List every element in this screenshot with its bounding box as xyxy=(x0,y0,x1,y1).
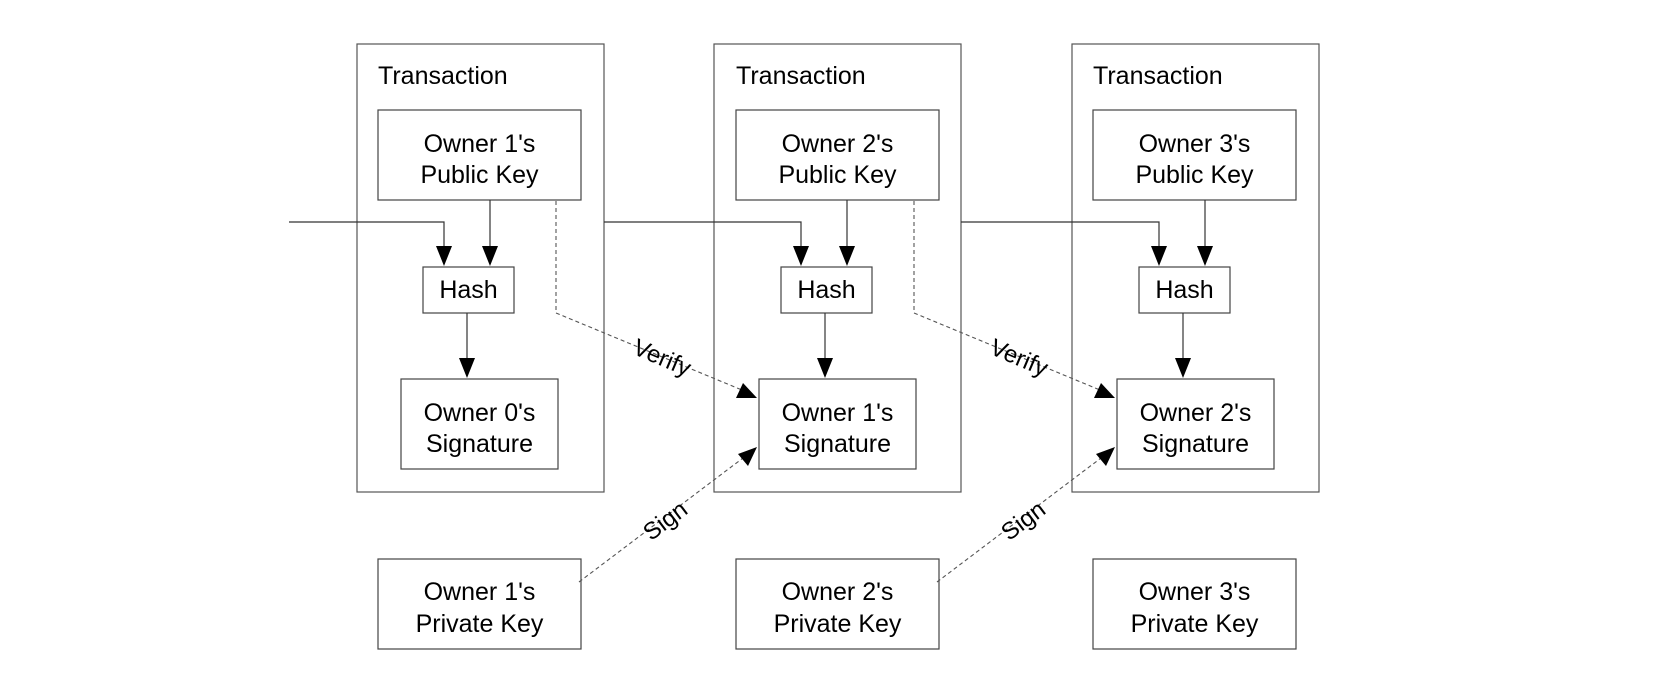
svg-text:Private Key: Private Key xyxy=(1131,610,1259,638)
transaction-frame xyxy=(713,43,962,493)
hash-box: Hash xyxy=(422,266,515,314)
svg-text:Public Key: Public Key xyxy=(778,161,897,189)
svg-text:Owner 0's: Owner 0's xyxy=(424,399,536,427)
transaction-title: Transaction xyxy=(736,62,866,90)
verify-label-1: Verify xyxy=(629,334,695,382)
verify-arrow-2 xyxy=(913,201,1115,398)
hash-box: Hash xyxy=(780,266,873,314)
sign-label-2: Sign xyxy=(996,496,1051,546)
transaction-frame xyxy=(356,43,605,493)
svg-text:Public Key: Public Key xyxy=(420,161,539,189)
sign-arrow-2 xyxy=(936,447,1115,583)
sign-label-1: Sign xyxy=(638,496,693,546)
hash-box: Hash xyxy=(1138,266,1231,314)
public-key-to-hash-arrow-3 xyxy=(1197,200,1213,266)
hash-input-arrow-1 xyxy=(289,221,452,266)
svg-text:Signature: Signature xyxy=(1142,430,1249,458)
private-key-box-1: Owner 1's Private Key xyxy=(377,558,582,650)
transaction-block-3: Transaction Owner 3's Public Key Hash Ow… xyxy=(1071,43,1320,493)
public-key-to-hash-arrow-1 xyxy=(482,200,498,266)
hash-input-arrow-3 xyxy=(961,221,1167,266)
svg-text:Owner 2's: Owner 2's xyxy=(782,578,894,606)
signature-box: Owner 2's Signature xyxy=(1116,378,1275,470)
hash-to-signature-arrow-3 xyxy=(1175,313,1191,378)
svg-text:Private Key: Private Key xyxy=(416,610,544,638)
transaction-block-1: Transaction Owner 1's Public Key Hash Ow… xyxy=(356,43,605,493)
svg-text:Hash: Hash xyxy=(439,276,497,304)
signature-box: Owner 0's Signature xyxy=(400,378,559,470)
svg-text:Public Key: Public Key xyxy=(1135,161,1254,189)
sign-arrow-1 xyxy=(578,447,757,583)
svg-text:Owner 2's: Owner 2's xyxy=(1140,399,1252,427)
private-key-box-2: Owner 2's Private Key xyxy=(735,558,940,650)
public-key-box: Owner 1's Public Key xyxy=(377,109,582,201)
signature-box: Owner 1's Signature xyxy=(758,378,917,470)
svg-text:Owner 2's: Owner 2's xyxy=(782,130,894,158)
hash-input-arrow-2 xyxy=(604,221,809,266)
svg-text:Owner 1's: Owner 1's xyxy=(782,399,894,427)
public-key-to-hash-arrow-2 xyxy=(839,200,855,266)
public-key-box: Owner 2's Public Key xyxy=(735,109,940,201)
svg-text:Hash: Hash xyxy=(1155,276,1213,304)
transaction-block-2: Transaction Owner 2's Public Key Hash Ow… xyxy=(713,43,962,493)
svg-text:Private Key: Private Key xyxy=(774,610,902,638)
svg-text:Signature: Signature xyxy=(426,430,533,458)
hash-to-signature-arrow-1 xyxy=(459,313,475,378)
verify-label-2: Verify xyxy=(986,334,1052,382)
hash-to-signature-arrow-2 xyxy=(817,313,833,378)
transaction-frame xyxy=(1071,43,1320,493)
private-key-box-3: Owner 3's Private Key xyxy=(1092,558,1297,650)
svg-text:Owner 3's: Owner 3's xyxy=(1139,578,1251,606)
transaction-title: Transaction xyxy=(378,62,508,90)
svg-text:Owner 1's: Owner 1's xyxy=(424,130,536,158)
verify-arrow-1 xyxy=(555,201,757,398)
public-key-box: Owner 3's Public Key xyxy=(1092,109,1297,201)
transaction-title: Transaction xyxy=(1093,62,1223,90)
svg-text:Signature: Signature xyxy=(784,430,891,458)
svg-text:Hash: Hash xyxy=(797,276,855,304)
svg-text:Owner 3's: Owner 3's xyxy=(1139,130,1251,158)
svg-text:Owner 1's: Owner 1's xyxy=(424,578,536,606)
